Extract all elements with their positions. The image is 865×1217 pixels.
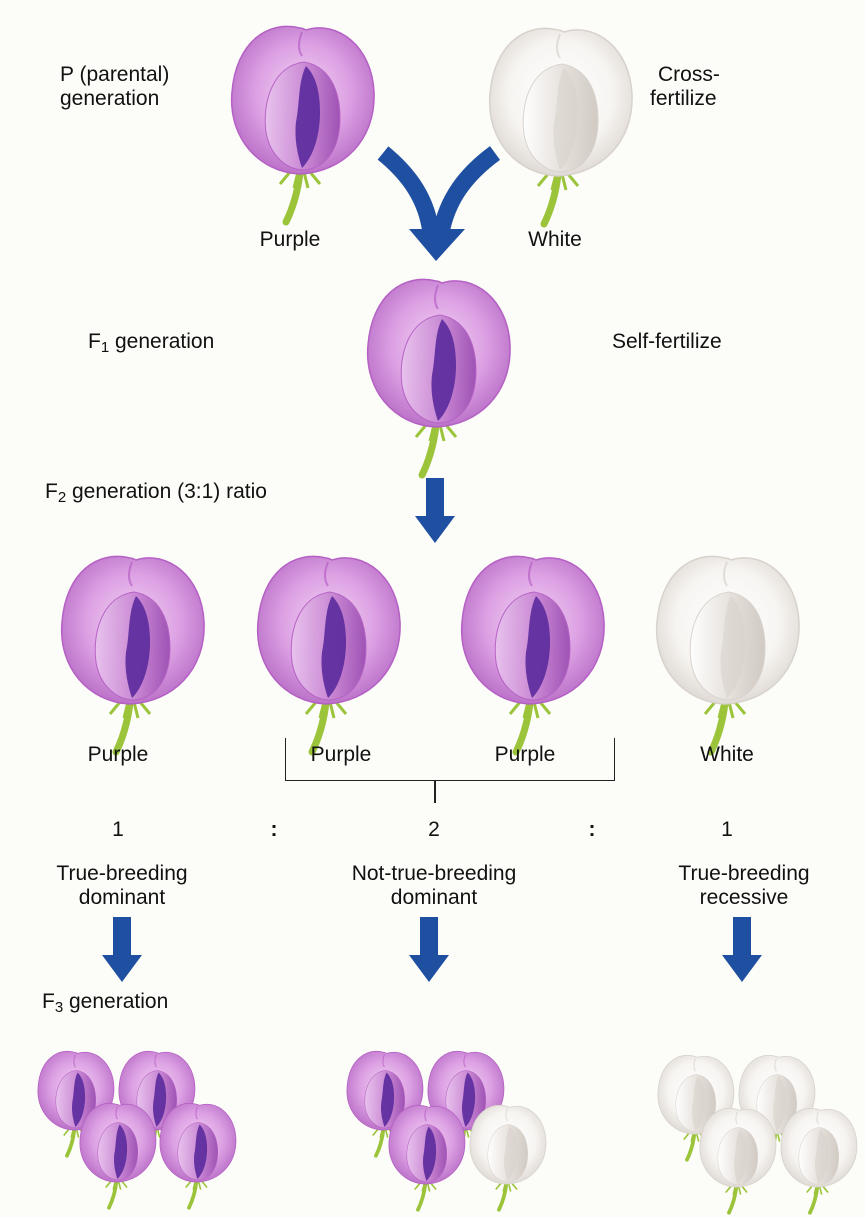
p-purple-label: Purple xyxy=(259,228,321,251)
f2-flower-1-icon xyxy=(58,552,208,758)
cross-fertilize-label: Cross- fertilize xyxy=(650,63,720,111)
f3-group-2-flower-3-icon xyxy=(387,1102,467,1214)
f2-to-f3-arrow-3-icon xyxy=(722,917,762,982)
category-true-breeding-recessive: True-breeding recessive xyxy=(678,862,809,910)
p-generation-label-line2: generation xyxy=(60,87,160,110)
f2-label-4: White xyxy=(700,743,754,766)
f2-label-2: Purple xyxy=(310,743,372,766)
f3-group-3-flower-3-icon xyxy=(698,1105,778,1217)
cross-fertilize-line1: Cross- xyxy=(658,63,720,86)
ratio-value-2: 2 xyxy=(428,818,440,841)
f2-label-1: Purple xyxy=(87,743,149,766)
f3-group-2-flower-4-icon xyxy=(468,1102,548,1214)
self-fertilize-label: Self-fertilize xyxy=(612,330,722,353)
bracket-stem xyxy=(434,781,436,803)
f2-to-f3-arrow-1-icon xyxy=(102,917,142,982)
category-3-line2: recessive xyxy=(699,886,789,909)
f2-generation-label: F2 generation (3:1) ratio xyxy=(45,480,267,506)
f2-flower-4-icon xyxy=(653,552,803,758)
f2-flower-3-icon xyxy=(458,552,608,758)
p-white-flower-icon xyxy=(486,24,636,230)
ratio-value-1: 1 xyxy=(112,818,124,841)
cross-fertilize-line2: fertilize xyxy=(650,87,717,110)
f2-label-3: Purple xyxy=(494,743,556,766)
category-2-line2: dominant xyxy=(390,886,478,909)
f3-label-sub: 3 xyxy=(54,999,64,1016)
ratio-separator-1: : xyxy=(270,818,278,841)
category-not-true-breeding-dominant: Not-true-breeding dominant xyxy=(352,862,517,910)
f2-label-suffix: generation (3:1) ratio xyxy=(66,480,267,503)
f3-generation-label: F3 generation xyxy=(42,990,169,1016)
p-generation-label-line1: P (parental) xyxy=(60,63,170,86)
ratio-separator-2: : xyxy=(588,818,596,841)
f2-to-f3-arrow-2-icon xyxy=(409,917,449,982)
f1-label-prefix: F xyxy=(88,330,101,353)
p-purple-flower-icon xyxy=(228,22,378,228)
f1-label-suffix: generation xyxy=(109,330,215,353)
f2-label-prefix: F xyxy=(45,480,58,503)
f2-flower-2-icon xyxy=(254,552,404,758)
f3-group-1-flower-1-icon xyxy=(36,1048,116,1160)
f3-label-suffix: generation xyxy=(63,990,169,1013)
f3-label-prefix: F xyxy=(42,990,55,1013)
category-true-breeding-dominant: True-breeding dominant xyxy=(56,862,187,910)
f1-generation-label: F1 generation xyxy=(88,330,215,356)
cross-arrow-icon xyxy=(377,146,501,261)
category-3-line1: True-breeding xyxy=(678,862,810,885)
f3-group-1-flower-4-icon xyxy=(158,1100,238,1212)
f3-group-1-flower-3-icon xyxy=(78,1100,158,1212)
category-1-line2: dominant xyxy=(78,886,166,909)
heterozygote-bracket xyxy=(285,738,615,781)
category-1-line1: True-breeding xyxy=(56,862,188,885)
f1-purple-flower-icon xyxy=(364,275,514,481)
p-white-label: White xyxy=(528,228,582,251)
f1-to-f2-arrow-icon xyxy=(415,478,455,543)
category-2-line1: Not-true-breeding xyxy=(351,862,517,885)
f3-group-3-flower-4-icon xyxy=(779,1105,859,1217)
p-generation-label: P (parental) generation xyxy=(60,63,169,111)
f3-group-2-flower-1-icon xyxy=(345,1048,425,1160)
f1-label-sub: 1 xyxy=(100,339,110,356)
f2-label-sub: 2 xyxy=(57,489,67,506)
ratio-value-3: 1 xyxy=(721,818,733,841)
